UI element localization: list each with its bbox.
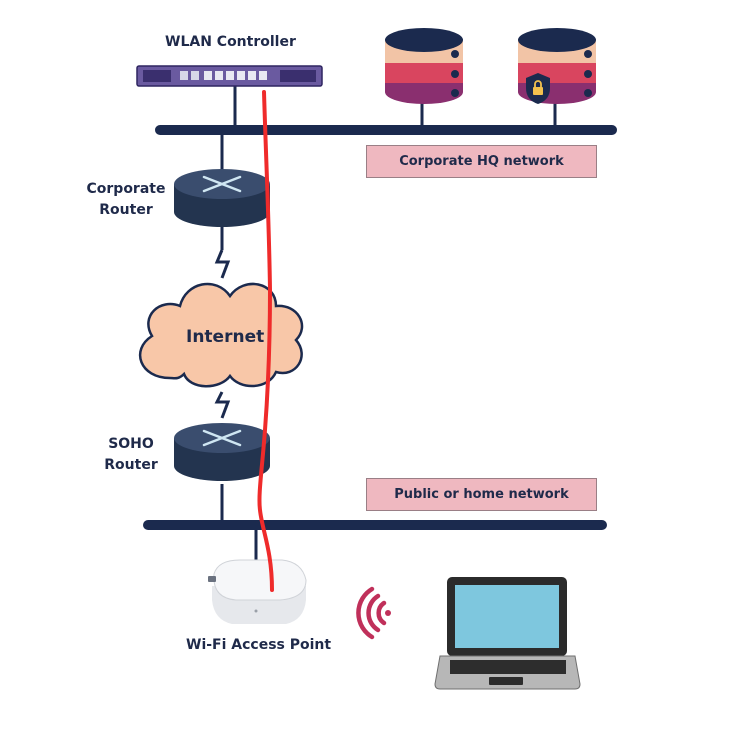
soho-router-icon (174, 423, 270, 481)
database-server-icon (385, 28, 463, 104)
wifi-access-point-icon (208, 559, 307, 624)
laptop-icon (434, 577, 581, 690)
secure-database-server-icon (518, 28, 596, 104)
rack-appliance-icon (136, 65, 323, 87)
wan-link-bottom-icon (214, 391, 231, 419)
wan-link-top-icon (214, 249, 231, 279)
tunnel-path (257, 90, 274, 592)
wlan-controller-label: WLAN Controller (165, 34, 296, 50)
soho-router-label: SOHO Router (92, 434, 170, 476)
corporate-router-label-line1: Corporate (86, 181, 166, 197)
corporate-router-label-line2: Router (99, 202, 153, 218)
soho-router-label-line2: Router (104, 457, 158, 473)
internet-cloud-icon (138, 282, 304, 388)
corporate-router-label: Corporate Router (82, 179, 170, 221)
internet-label: Internet (186, 327, 265, 347)
access-point-label: Wi-Fi Access Point (186, 637, 332, 653)
corporate-hq-zone-label: Corporate HQ network (366, 145, 597, 178)
corporate-router-icon (174, 169, 270, 227)
soho-router-label-line1: SOHO (108, 436, 154, 452)
wifi-signal-icon (356, 586, 391, 640)
public-home-zone-label: Public or home network (366, 478, 597, 511)
